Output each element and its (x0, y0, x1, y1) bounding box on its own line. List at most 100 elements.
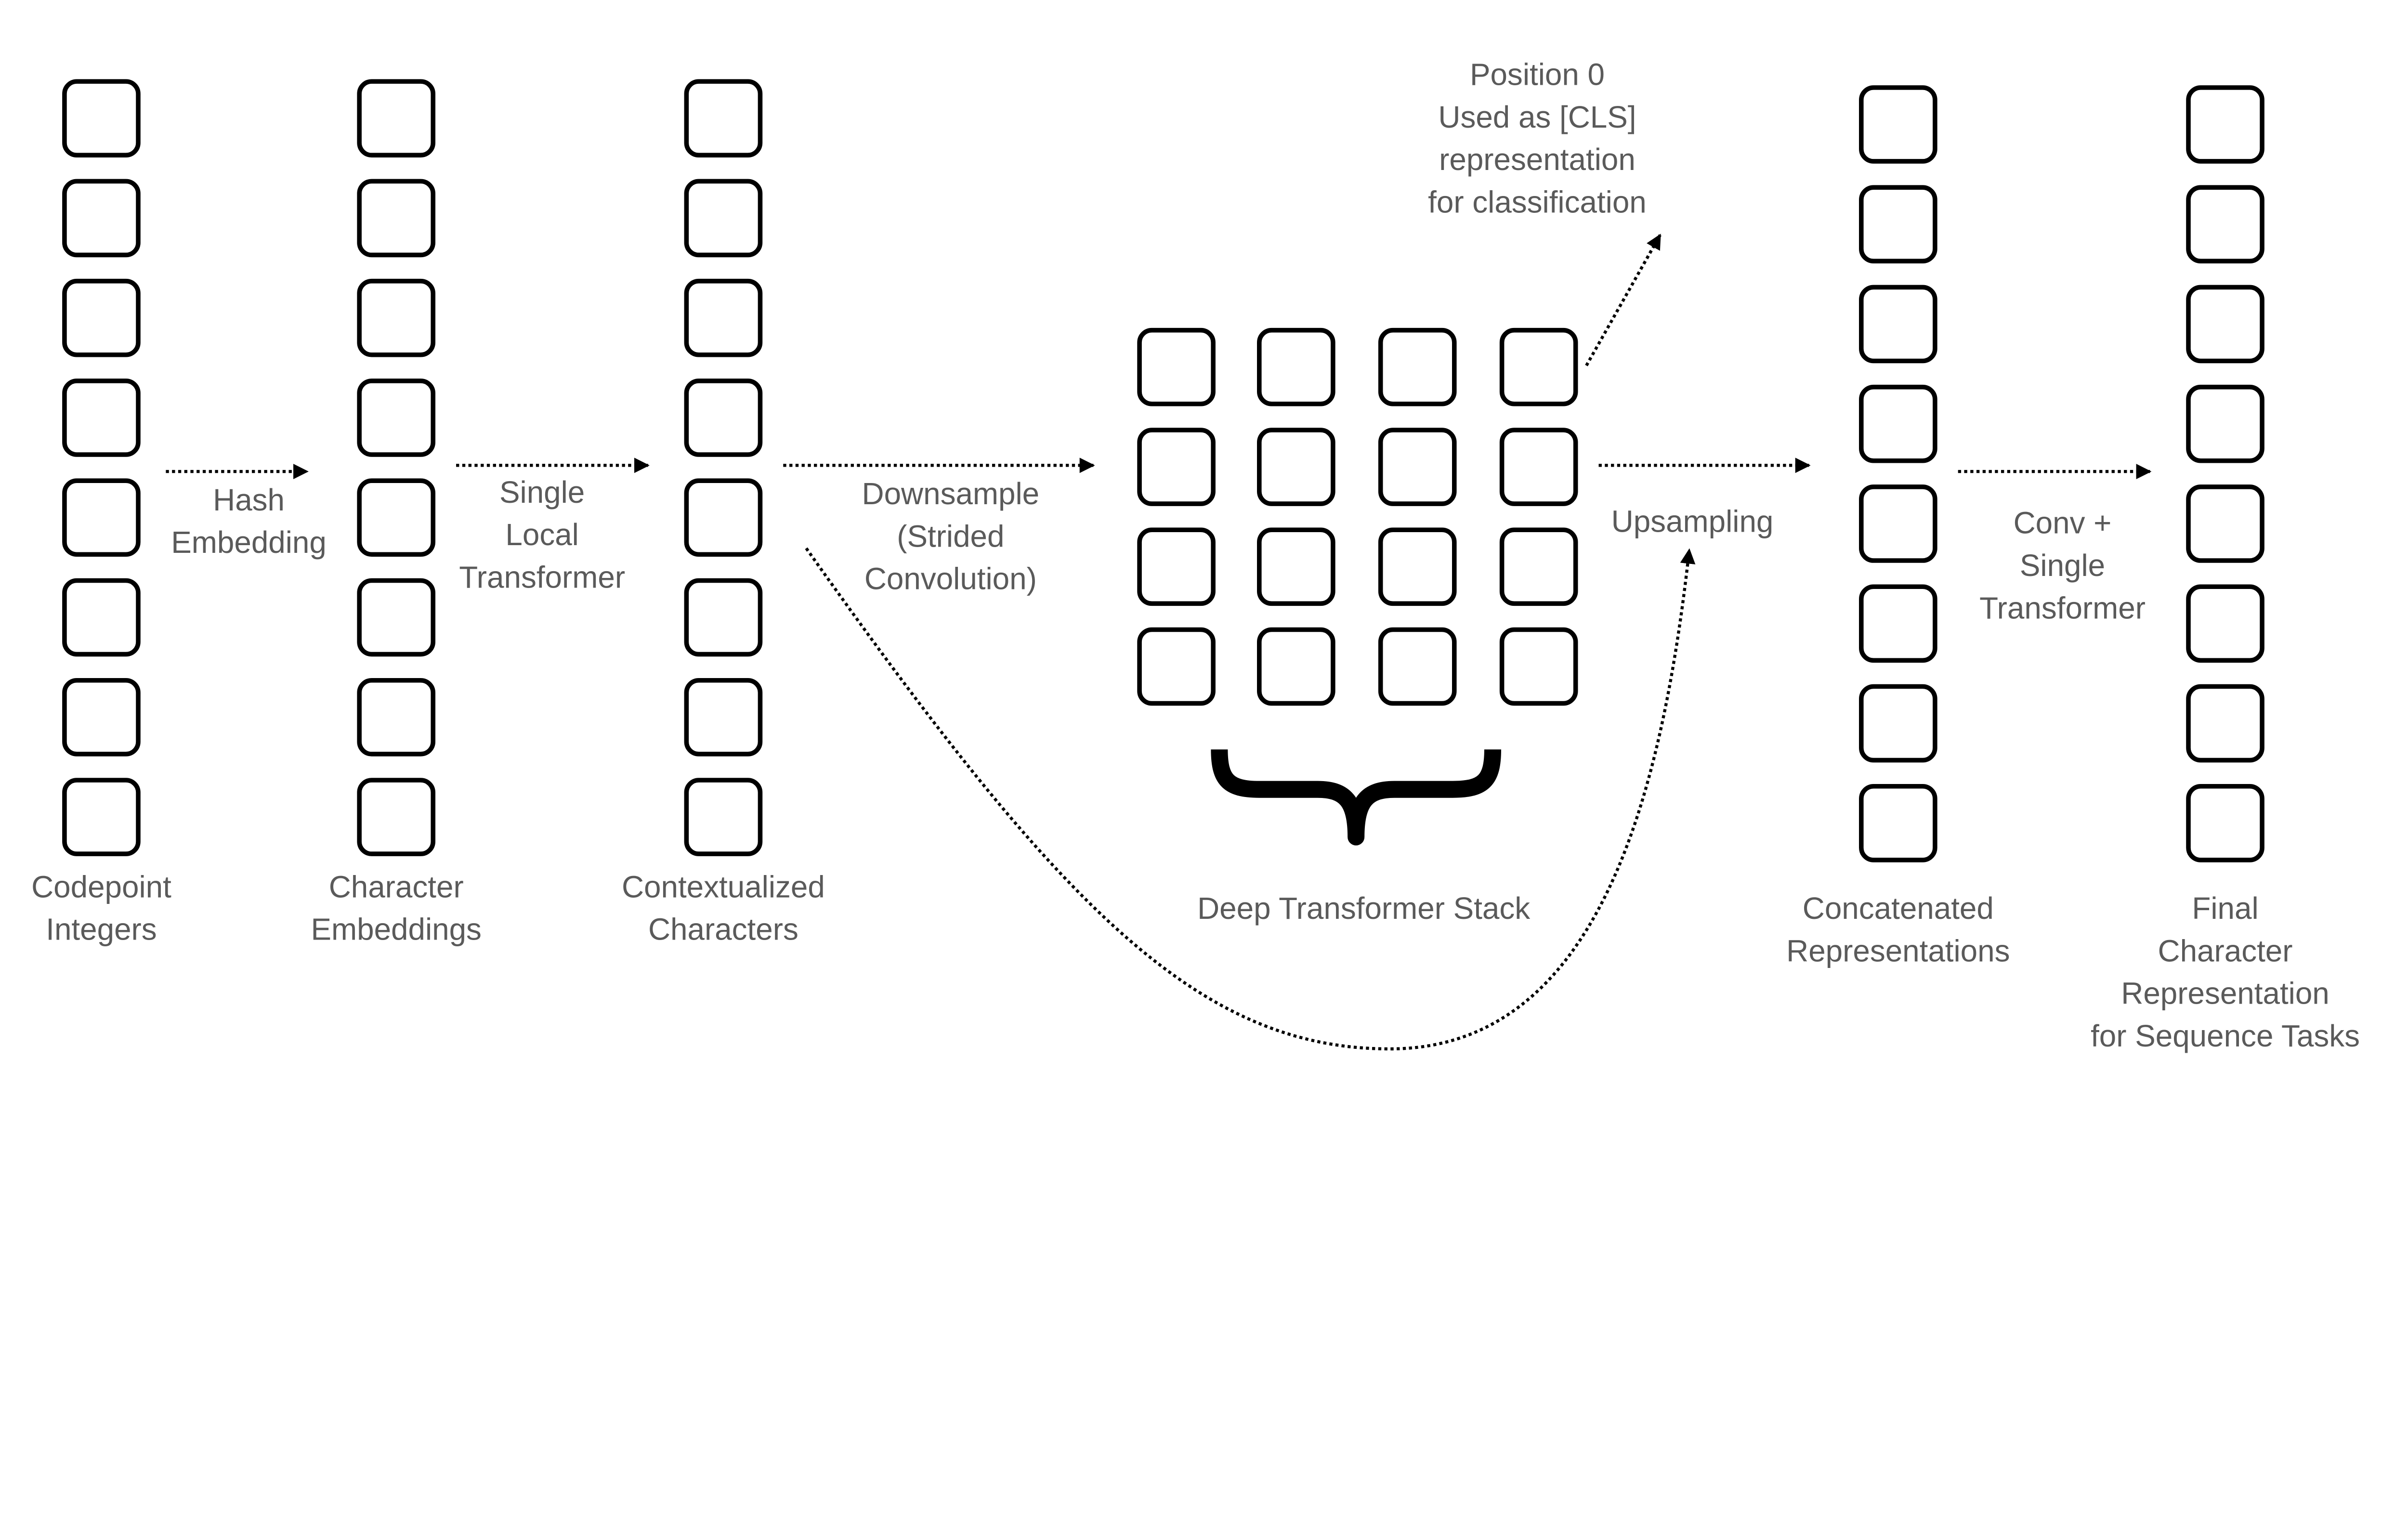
hash-embedding-label-line: Hash (213, 483, 285, 517)
final-character-representation-label-line: Representation (2121, 976, 2329, 1011)
hash-embedding-label-line: Embedding (171, 525, 327, 560)
deep-transformer-box (1137, 428, 1216, 506)
final-rep-box (2186, 85, 2264, 164)
final-rep-box (2186, 684, 2264, 763)
single-local-transformer-label-line: Single (499, 475, 585, 510)
downsample-label-line: Downsample (862, 476, 1040, 511)
contextualized-box (684, 379, 763, 457)
deep-transformer-box (1137, 527, 1216, 606)
conv-single-transformer-label-line: Single (2020, 548, 2105, 583)
concatenated-box (1859, 384, 1937, 463)
contextualized-box (684, 678, 763, 757)
character-embeddings-label-line: Character (329, 869, 464, 904)
cls-position-label: Position 0 Used as [CLS] representation for… (1428, 57, 1647, 219)
deep-transformer-box (1137, 627, 1216, 706)
conv-single-transformer-label-line: Conv + (2014, 506, 2112, 540)
codepoint-box (62, 79, 141, 157)
final-character-representation-label-line: for Sequence Tasks (2091, 1019, 2360, 1053)
deep-transformer-box (1378, 527, 1457, 606)
deep-transformer-box (1499, 627, 1578, 706)
char-embedding-box (357, 478, 436, 557)
contextualized-box (684, 179, 763, 258)
contextualized-box (684, 578, 763, 657)
final-rep-box (2186, 185, 2264, 263)
codepoint-box (62, 278, 141, 357)
deep-transformer-stack-label-line: Deep Transformer Stack (1197, 891, 1530, 926)
single-local-transformer-label-line: Transformer (459, 560, 625, 594)
conv-single-transformer-label-line: Transformer (1979, 590, 2146, 625)
concatenated-representations-label-line: Representations (1786, 933, 2010, 968)
char-embedding-box (357, 578, 436, 657)
residual-skip-arrow (805, 547, 1696, 1051)
cls-position-label-line: representation (1439, 142, 1636, 177)
cls-arrow (1585, 234, 1662, 366)
concatenated-box (1859, 285, 1937, 364)
char-embedding-box (357, 179, 436, 258)
deep-transformer-box (1499, 428, 1578, 506)
codepoint-integers-label-line: Integers (46, 912, 157, 947)
final-rep-box (2186, 784, 2264, 863)
contextualized-box (684, 79, 763, 157)
deep-transformer-stack-label: Deep Transformer Stack (1197, 891, 1530, 926)
cls-position-label-line: Used as [CLS] (1438, 100, 1636, 134)
cls-position-label-line: for classification (1428, 184, 1647, 219)
contextualized-characters-label-line: Characters (648, 912, 798, 947)
final-rep-box (2186, 285, 2264, 364)
codepoint-integers-label-line: Codepoint (31, 869, 171, 904)
codepoint-box (62, 778, 141, 856)
downsample-label-line: (Strided (897, 519, 1004, 553)
deep-transformer-box (1378, 327, 1457, 406)
deep-transformer-box (1257, 327, 1335, 406)
concatenated-box (1859, 484, 1937, 563)
cls-position-label-line: Position 0 (1470, 57, 1605, 91)
char-embedding-box (357, 678, 436, 757)
deep-transformer-box (1257, 627, 1335, 706)
char-embedding-box (357, 278, 436, 357)
codepoint-box (62, 678, 141, 757)
deep-transformer-box (1257, 527, 1335, 606)
char-embedding-box (357, 79, 436, 157)
character-embeddings-label-line: Embeddings (311, 912, 481, 947)
final-character-representation-label-line: Character (2158, 933, 2293, 968)
char-embedding-box (357, 778, 436, 856)
codepoint-box (62, 379, 141, 457)
final-rep-box (2186, 484, 2264, 563)
upsampling-label: Upsampling (1611, 504, 1774, 538)
final-rep-box (2186, 584, 2264, 663)
final-character-representation-label-line: Final (2192, 891, 2258, 926)
codepoint-box (62, 478, 141, 557)
deep-transformer-box (1257, 428, 1335, 506)
deep-stack-brace (1211, 749, 1502, 846)
deep-transformer-box (1378, 428, 1457, 506)
deep-transformer-box (1499, 527, 1578, 606)
concatenated-box (1859, 684, 1937, 763)
deep-transformer-box (1499, 327, 1578, 406)
contextualized-box (684, 478, 763, 557)
downsample-label-line: Convolution) (864, 562, 1037, 596)
codepoint-box (62, 179, 141, 258)
deep-transformer-box (1137, 327, 1216, 406)
codepoint-box (62, 578, 141, 657)
contextualized-box (684, 278, 763, 357)
char-embedding-box (357, 379, 436, 457)
concatenated-box (1859, 185, 1937, 263)
concatenated-box (1859, 784, 1937, 863)
concatenated-representations-label-line: Concatenated (1803, 891, 1994, 926)
contextualized-box (684, 778, 763, 856)
concatenated-box (1859, 584, 1937, 663)
concatenated-box (1859, 85, 1937, 164)
single-local-transformer-label-line: Local (505, 517, 578, 552)
deep-transformer-box (1378, 627, 1457, 706)
contextualized-characters-label-line: Contextualized (622, 869, 825, 904)
upsampling-label-line: Upsampling (1611, 504, 1774, 538)
